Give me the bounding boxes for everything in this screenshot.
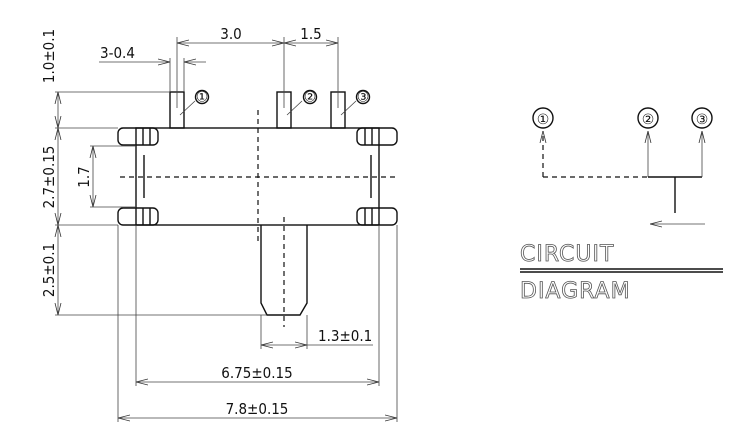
circuit-title-line1: CIRCUIT <box>520 242 614 267</box>
pin-2-label: ② <box>304 90 317 106</box>
dim-pin-pitch: 3.0 1.5 <box>176 25 339 84</box>
terminal-1: ① <box>537 112 550 128</box>
actuator <box>260 217 308 327</box>
dim-2-5: 2.5±0.1 <box>40 243 58 297</box>
pin-1-label: ① <box>196 90 209 106</box>
dim-6-75: 6.75±0.15 <box>221 364 292 382</box>
pins: ① ② ③ <box>169 84 371 129</box>
dim-1-7: 1.7 <box>75 166 93 187</box>
dim-3-0-4: 3-0.4 <box>100 44 135 62</box>
dim-1-3: 1.3±0.1 <box>318 327 372 345</box>
dim-1-5: 1.5 <box>300 25 321 43</box>
dim-1-0: 1.0±0.1 <box>40 29 58 83</box>
pin-3-label: ③ <box>357 90 370 106</box>
dim-left: 1.0±0.1 2.7±0.15 2.5±0.1 1.7 <box>40 29 267 316</box>
circuit-diagram: ① ② ③ CIRCUIT DIAGRAM <box>520 107 723 304</box>
dim-7-8: 7.8±0.15 <box>226 400 289 418</box>
terminal-3: ③ <box>696 112 709 128</box>
dim-pin-width: 3-0.4 <box>99 44 206 92</box>
circuit-title-line2: DIAGRAM <box>520 279 631 304</box>
dim-2-7: 2.7±0.15 <box>40 146 58 209</box>
dim-bottom: 1.3±0.1 6.75±0.15 7.8±0.15 <box>117 225 398 422</box>
terminal-2: ② <box>642 112 655 128</box>
dim-3-0: 3.0 <box>220 25 241 43</box>
